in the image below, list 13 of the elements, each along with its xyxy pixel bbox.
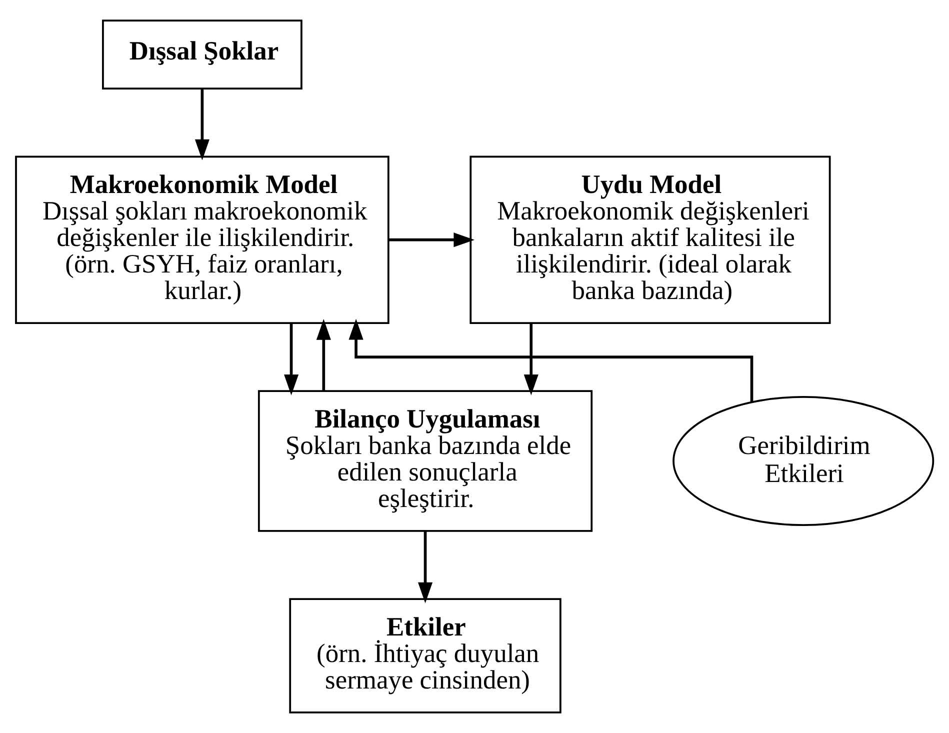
arrow (316, 319, 331, 392)
node-box: Uydu Model Makroekonomik değişkenleri bankaların aktif kalitesi ile ilişkilendirir. (ideal olarak banka bazında) (470, 156, 831, 324)
arrow (388, 232, 475, 248)
node-box: Etkiler (örn. İhtiyaç duyulan sermaye cinsinden) (289, 598, 562, 714)
node-ellipse: Geribildirim Etkileri (672, 396, 934, 526)
arrow (418, 531, 433, 604)
node-box: Bilanço Uygulaması Şokları banka bazında elde edilen sonuçlarla eşleştirir. (258, 390, 593, 532)
arrow (348, 318, 754, 402)
node-box: Makroekonomik Model Dışsal şokları makroekonomik değişkenler ile ilişkilendirir. (örn. GSYH, faiz oranları, kurlar.) (15, 156, 390, 324)
arrow (524, 323, 538, 396)
arrow (194, 89, 210, 160)
arrow (284, 323, 299, 396)
node-box: Dışsal Şoklar (102, 20, 302, 90)
